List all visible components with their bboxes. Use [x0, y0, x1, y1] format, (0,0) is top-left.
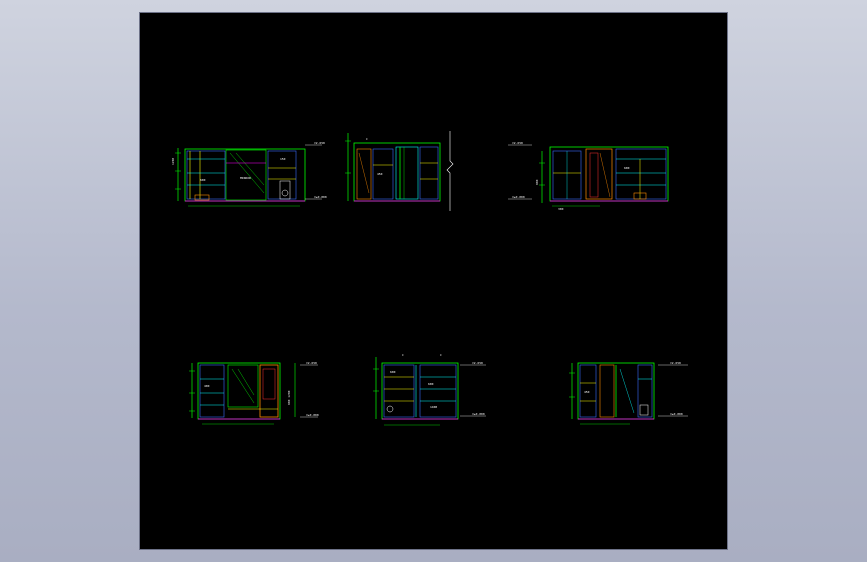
svg-text:▽2.650: ▽2.650	[306, 361, 317, 365]
svg-text:1400: 1400	[430, 405, 437, 409]
svg-text:900: 900	[535, 179, 539, 185]
elevation-1[interactable]: 1200 600	[171, 141, 327, 207]
svg-text:600: 600	[428, 382, 434, 386]
svg-text:▽±0.000: ▽±0.000	[512, 195, 525, 199]
svg-text:▽2.650: ▽2.650	[512, 141, 523, 145]
elevation-5[interactable]: 600 600 1400 C C ▽2.650 ▽±0.000	[373, 353, 486, 426]
svg-text:▽±0.000: ▽±0.000	[670, 412, 683, 416]
elevation-6[interactable]: 450 ▽2.650 ▽±0.000	[569, 361, 688, 425]
svg-text:600: 600	[390, 370, 396, 374]
elevation-3[interactable]: ▽2.650 ▽±0.000 900	[508, 141, 669, 211]
svg-text:▽2.650: ▽2.650	[314, 141, 325, 145]
svg-text:450: 450	[584, 390, 590, 394]
svg-text:MIRROR: MIRROR	[240, 176, 251, 180]
svg-text:400: 400	[204, 384, 210, 388]
svg-text:▽±0.000: ▽±0.000	[314, 195, 327, 199]
svg-text:C: C	[366, 137, 368, 141]
svg-text:150: 150	[280, 157, 286, 161]
svg-text:900 1200: 900 1200	[287, 390, 291, 405]
svg-text:C: C	[402, 353, 404, 357]
svg-text:▽2.650: ▽2.650	[670, 361, 681, 365]
drawing-sheet[interactable]: 1200 600	[140, 13, 727, 549]
svg-text:▽2.650: ▽2.650	[472, 361, 483, 365]
svg-text:1200: 1200	[171, 158, 175, 165]
svg-text:600: 600	[200, 178, 206, 182]
drawing-canvas[interactable]: 1200 600	[140, 13, 727, 549]
elevation-2[interactable]: 450 C	[345, 131, 454, 211]
svg-text:300: 300	[558, 207, 564, 211]
svg-text:600: 600	[624, 166, 630, 170]
svg-text:C: C	[440, 353, 442, 357]
elevation-4[interactable]: 400 900 1200 ▽2.650 ▽±0.000	[189, 361, 319, 425]
svg-text:▽±0.000: ▽±0.000	[306, 413, 319, 417]
svg-text:▽±0.000: ▽±0.000	[472, 412, 485, 416]
svg-text:450: 450	[377, 172, 383, 176]
